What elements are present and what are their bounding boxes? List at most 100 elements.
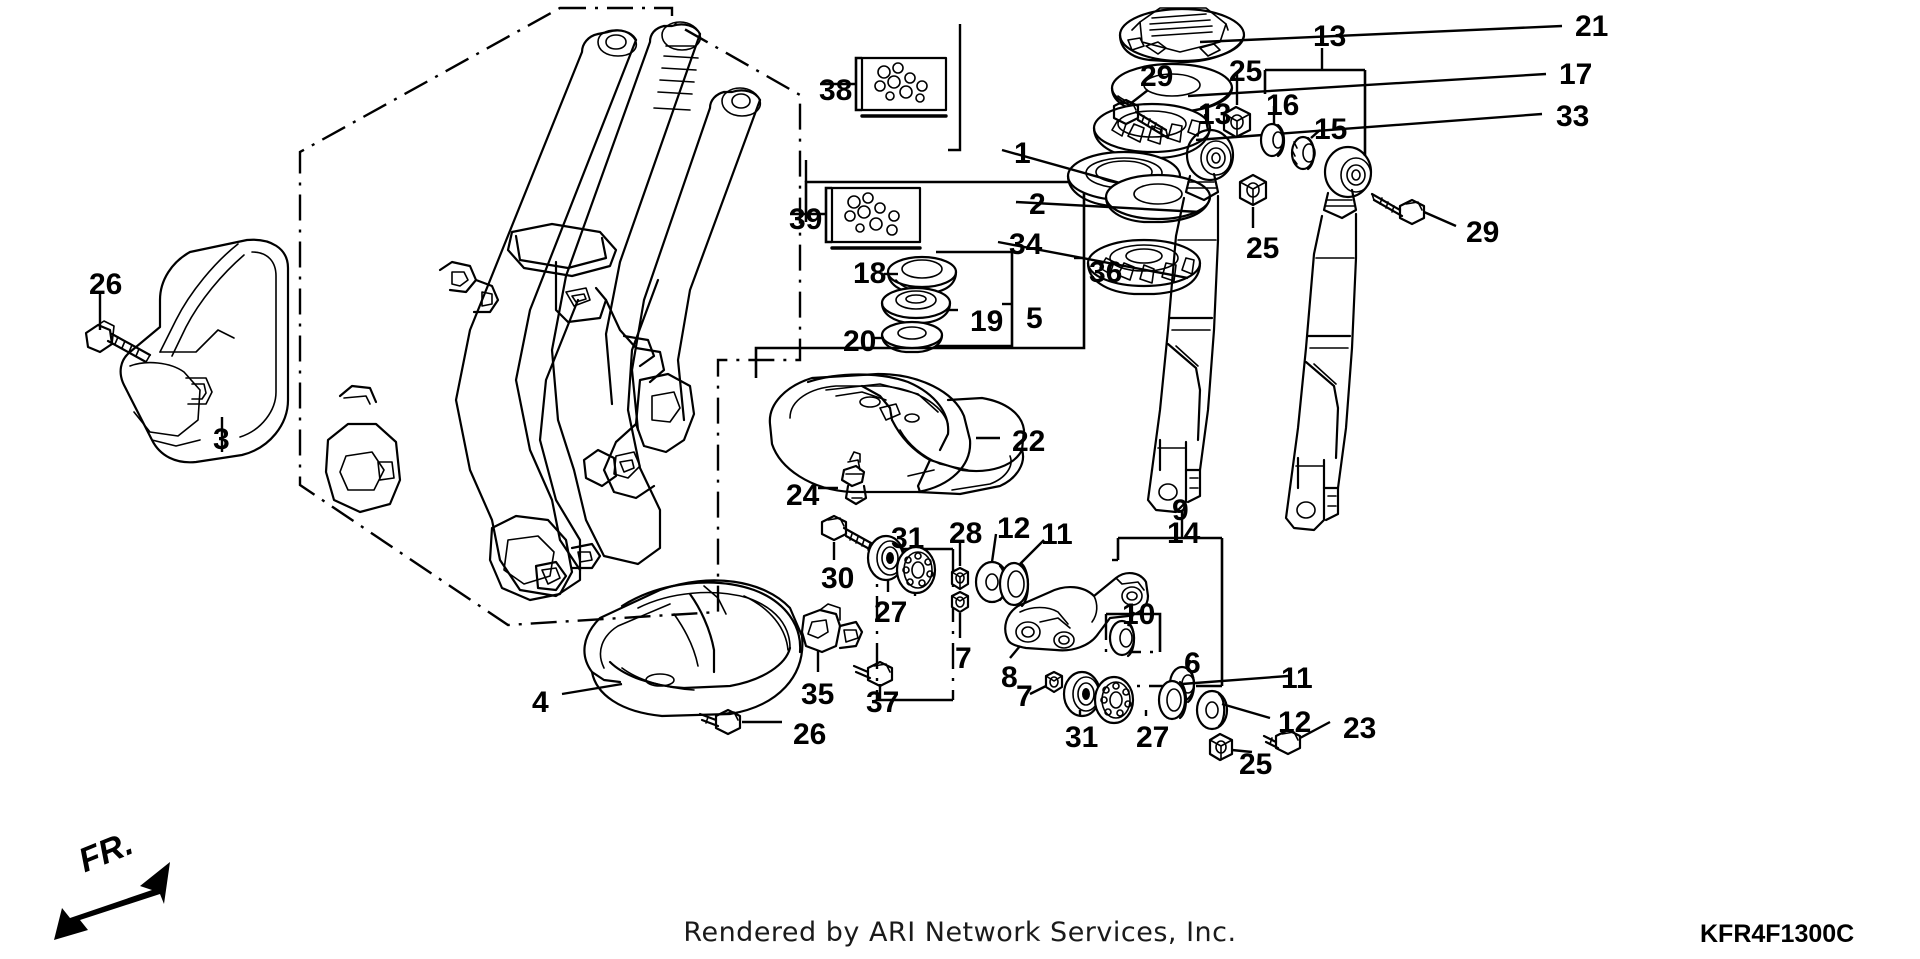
callout-22: 22 [1012, 425, 1046, 458]
leader-7b [1029, 684, 1047, 696]
callout-27-b: 27 [1136, 721, 1170, 754]
callout-15: 15 [1314, 113, 1348, 146]
callout-31-a: 31 [891, 522, 925, 555]
part-13-shock-left [1146, 128, 1235, 514]
callout-33: 33 [1556, 100, 1590, 133]
part-16-bush [1259, 122, 1286, 158]
part-26-bolt-left [84, 320, 152, 364]
part-22-disc-cover [768, 372, 1026, 496]
part-7-nut-b [1044, 670, 1064, 694]
part-7-nut-a [950, 590, 970, 614]
callout-19: 19 [970, 305, 1004, 338]
leader-10 [1126, 611, 1136, 627]
part-24-ball-joint [840, 451, 868, 506]
callout-25-b: 25 [1246, 232, 1280, 265]
leader-25c [1231, 748, 1253, 754]
part-20-washer [880, 320, 944, 354]
callout-39: 39 [789, 203, 823, 236]
part-10-collar [1104, 612, 1162, 658]
callout-5: 5 [1026, 302, 1043, 335]
leader-34 [997, 240, 1189, 280]
part-19-seal-ring [880, 286, 952, 325]
part-11-collar-a [998, 561, 1030, 608]
callout-13-b: 13 [1313, 20, 1347, 53]
part-25-nut-c [1208, 732, 1234, 762]
leader-upper-stack [804, 24, 962, 182]
callout-7-b: 7 [1016, 680, 1033, 713]
part-27-bearing-a [895, 545, 937, 595]
callout-26-left: 26 [89, 268, 123, 301]
callout-1: 1 [1014, 137, 1031, 170]
leader-11a [1019, 539, 1045, 565]
leader-11b [1181, 674, 1289, 686]
part-23-bolt [1262, 728, 1302, 756]
bracket-group-5 [936, 250, 1014, 348]
callout-30: 30 [821, 562, 855, 595]
callout-27-a: 27 [874, 596, 908, 629]
callout-25-a: 25 [1229, 55, 1263, 88]
leader-2 [1015, 200, 1201, 214]
leader-13a [1203, 113, 1210, 131]
callout-24: 24 [786, 479, 820, 512]
callout-4: 4 [532, 686, 549, 719]
fork-assembly-boundary [298, 6, 802, 627]
callout-12-a: 12 [997, 512, 1031, 545]
part-26-bolt-bottom [698, 708, 742, 736]
leader-29b [1423, 210, 1457, 228]
part-33-upper-bearing [1092, 102, 1212, 160]
part-39-ball-set [790, 186, 922, 250]
part-38-ball-set [820, 56, 948, 118]
figure-code-label: KFR4F1300C [1700, 920, 1855, 948]
callout-8: 8 [1001, 661, 1018, 694]
part-4-front-fender [583, 579, 804, 718]
callout-34: 34 [1009, 228, 1043, 261]
leader-33 [1195, 112, 1543, 142]
leader-17 [1187, 72, 1547, 98]
part-12-washer-b [1195, 689, 1229, 731]
callout-13-a: 13 [1198, 98, 1232, 131]
part-25-nut-a [1222, 105, 1252, 139]
render-watermark: Rendered by ARI Network Services, Inc. [683, 917, 1237, 948]
fr-arrow-icon [54, 862, 170, 940]
callout-11-a: 11 [1041, 518, 1073, 551]
part-3-fender-cover [119, 238, 290, 464]
callout-7-a: 7 [955, 642, 972, 675]
part-13-shock-right [1284, 145, 1373, 532]
callout-29-a: 29 [1140, 60, 1174, 93]
leader-29a [1129, 89, 1149, 105]
callout-11-b: 11 [1281, 662, 1313, 695]
callout-38: 38 [819, 74, 853, 107]
callout-9: 9 [1172, 494, 1189, 527]
front-fork-assembly [324, 21, 762, 602]
callout-18: 18 [853, 257, 887, 290]
callout-31-b: 31 [1065, 721, 1099, 754]
leader-12a [990, 533, 998, 563]
callout-14: 14 [1167, 517, 1201, 550]
callout-28: 28 [949, 517, 983, 550]
part-21-strut-mount [1118, 7, 1246, 64]
leader-15 [1310, 129, 1321, 139]
leader-21 [1199, 24, 1563, 44]
part-11-collar-b [1157, 679, 1188, 721]
callout-25-c: 25 [1239, 748, 1273, 781]
callout-10: 10 [1122, 598, 1156, 631]
part-25-nut-b [1238, 173, 1268, 207]
callout-23: 23 [1343, 712, 1377, 745]
leader-23 [1299, 720, 1331, 740]
leader-12b [1221, 702, 1271, 720]
callout-12-b: 12 [1278, 706, 1312, 739]
part-29-bolt-a [1112, 98, 1170, 140]
part-29-bolt-b [1370, 192, 1426, 226]
callout-17: 17 [1559, 58, 1593, 91]
callout-20: 20 [843, 325, 877, 358]
callout-6: 6 [1184, 647, 1201, 680]
callout-16: 16 [1266, 89, 1300, 122]
part-35-clamp-bracket [800, 603, 864, 654]
callout-29-b: 29 [1466, 216, 1500, 249]
callout-21: 21 [1575, 10, 1609, 43]
part-31-bearing-a [866, 534, 906, 582]
callout-36: 36 [1089, 256, 1123, 289]
part-28-nut [950, 566, 970, 591]
